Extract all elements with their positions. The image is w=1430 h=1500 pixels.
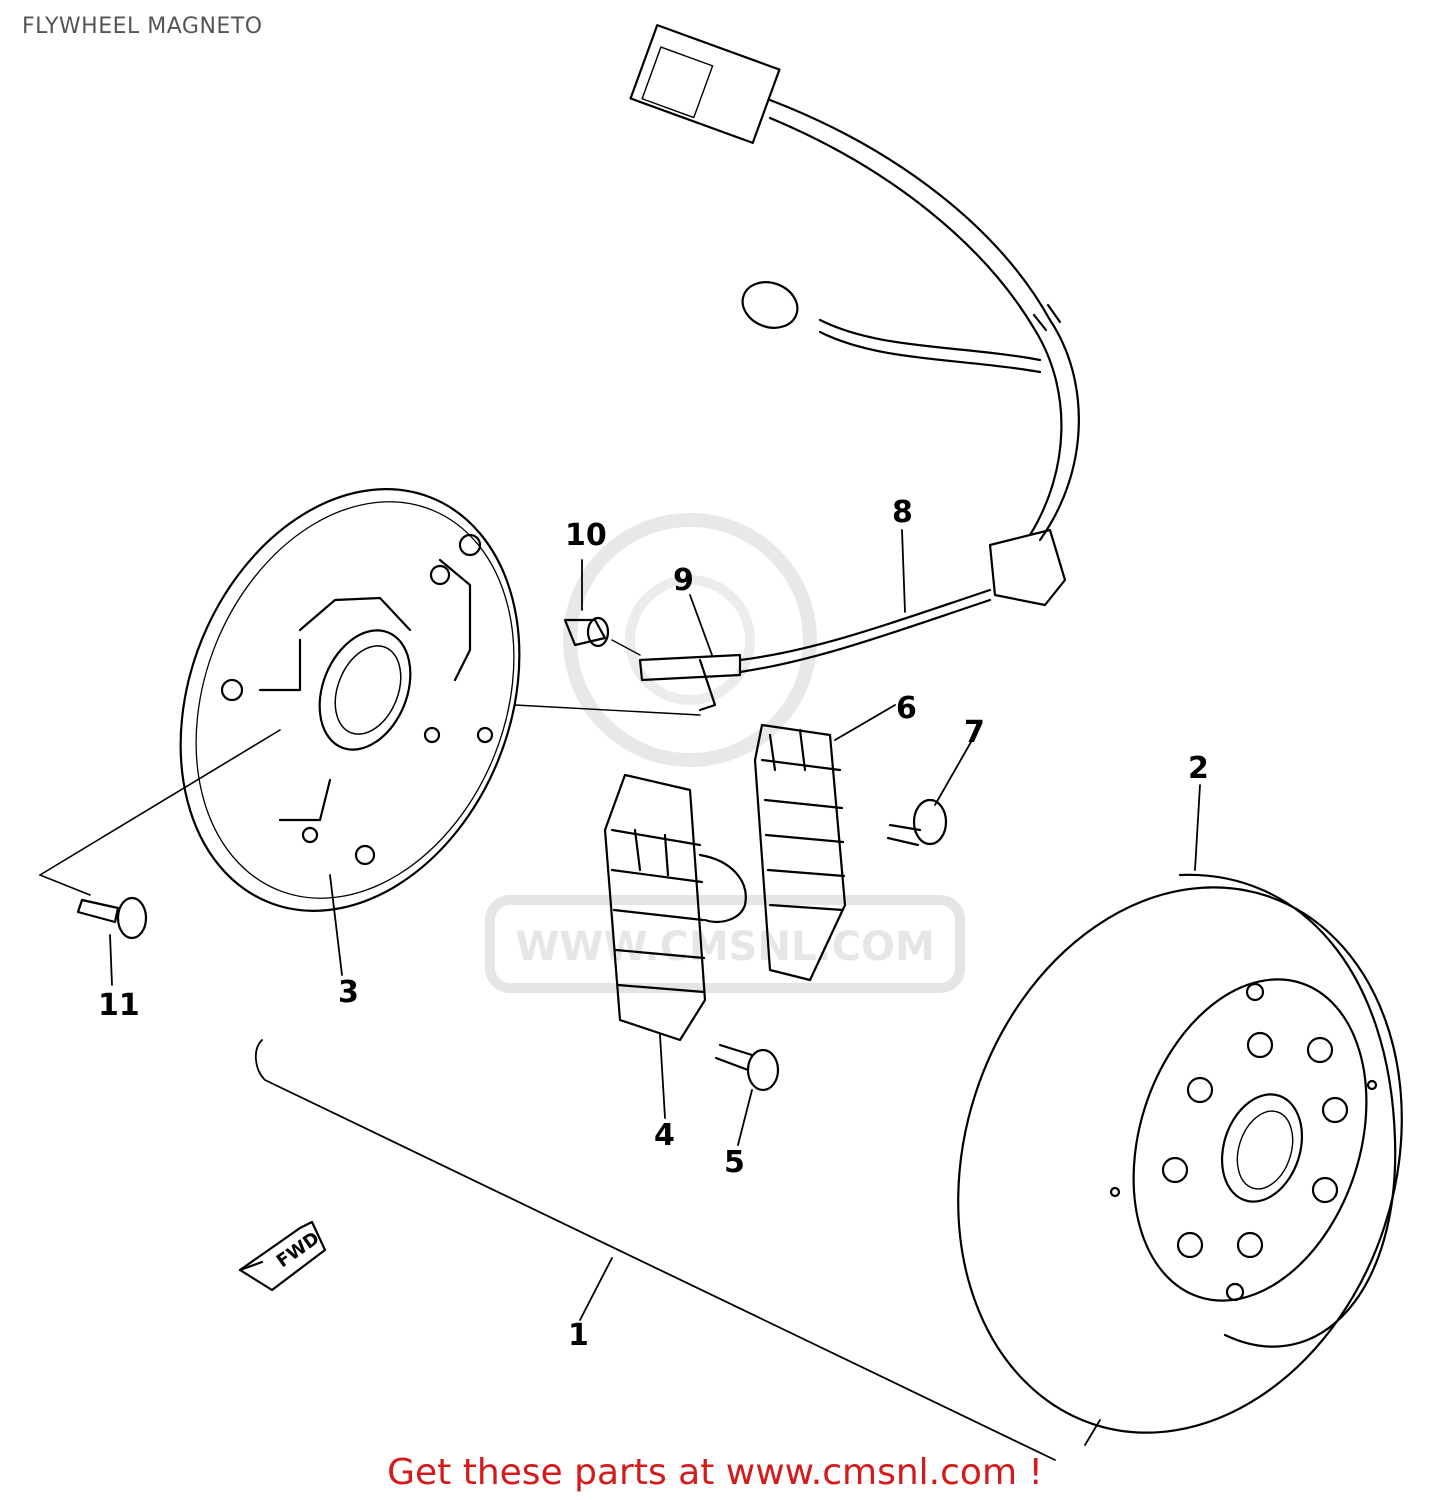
assembly-outline-part-1	[255, 1039, 1101, 1461]
stator-plate	[179, 488, 521, 912]
callout-8: 8	[892, 495, 913, 530]
page-title: FLYWHEEL MAGNETO	[22, 14, 263, 39]
callout-3: 3	[338, 975, 359, 1010]
footer-link[interactable]: Get these parts at www.cmsnl.com !	[387, 1452, 1043, 1493]
callout-2: 2	[1188, 751, 1209, 786]
callout-5: 5	[724, 1145, 745, 1180]
grommet-part-10	[563, 616, 610, 648]
callout-9: 9	[673, 563, 694, 598]
coil-part-4	[603, 773, 747, 1042]
callout-7: 7	[964, 715, 985, 750]
screw-part-11	[76, 896, 148, 940]
screw-part-7	[886, 798, 948, 847]
flywheel-rotor	[957, 873, 1403, 1434]
watermark: WWW.CMSNL.COM	[485, 513, 965, 993]
wire-harness	[629, 24, 1080, 712]
callout-11: 11	[98, 988, 140, 1023]
fwd-arrow-icon	[238, 1220, 327, 1292]
callout-10: 10	[565, 518, 607, 553]
callout-4: 4	[654, 1118, 675, 1153]
callout-1: 1	[568, 1318, 589, 1353]
coil-part-6	[753, 723, 847, 982]
watermark-url: WWW.CMSNL.COM	[515, 924, 935, 970]
callout-6: 6	[896, 691, 917, 726]
fwd-label: FWD	[273, 1228, 324, 1272]
screw-part-5	[714, 1043, 780, 1092]
